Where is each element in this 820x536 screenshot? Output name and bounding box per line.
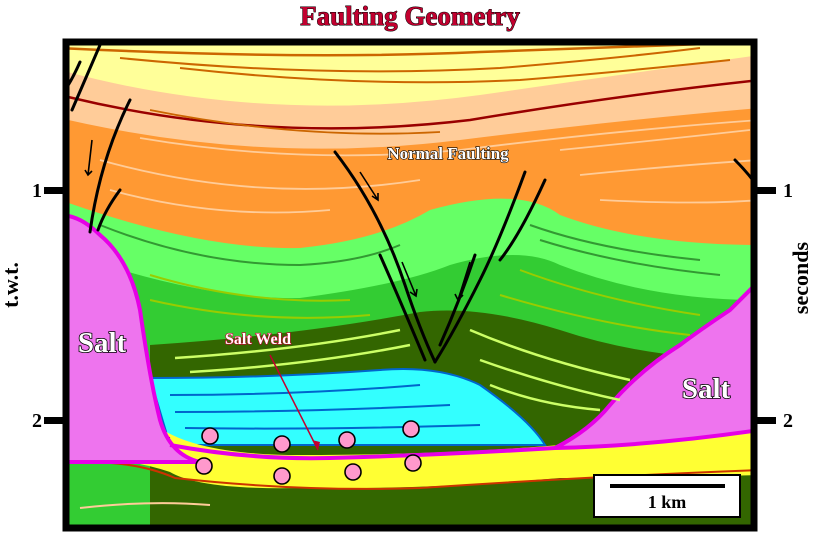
left-tick-1-label: 1 [32, 180, 42, 202]
salt-left-label: Salt [78, 327, 127, 359]
salt-weld-arrow [269, 354, 320, 451]
right-tick-2-label: 2 [783, 410, 793, 432]
salt-weld-circles [195, 420, 422, 485]
fault-arrows [84, 139, 471, 302]
right-tick-2 [756, 417, 776, 424]
right-axis-label: seconds [788, 242, 813, 315]
horizon-lines [69, 45, 751, 430]
left-axis-label: t.w.t. [0, 262, 23, 308]
scale-bar-label: 1 km [648, 492, 687, 512]
right-tick-1-label: 1 [783, 180, 793, 202]
diagram-title: Faulting Geometry [300, 1, 520, 31]
salt-right-label: Salt [682, 373, 731, 405]
salt-right [554, 286, 751, 450]
left-tick-2-label: 2 [32, 410, 42, 432]
normal-faulting-label: Normal Faulting [387, 144, 509, 163]
left-tick-2 [44, 417, 64, 424]
fault-lines [69, 45, 751, 364]
salt-weld-label: Salt Weld [225, 331, 291, 348]
left-axis: 1 2 t.w.t. [0, 180, 64, 432]
section-frame [62, 38, 758, 532]
right-tick-1 [756, 187, 776, 194]
scale-bar: 1 km [593, 474, 741, 518]
salt-weld-line [169, 443, 556, 461]
cross-section: Salt Salt Normal Faulting Salt Weld 1 km [69, 45, 751, 526]
left-tick-1 [44, 187, 64, 194]
right-axis: 1 2 seconds [756, 180, 813, 432]
